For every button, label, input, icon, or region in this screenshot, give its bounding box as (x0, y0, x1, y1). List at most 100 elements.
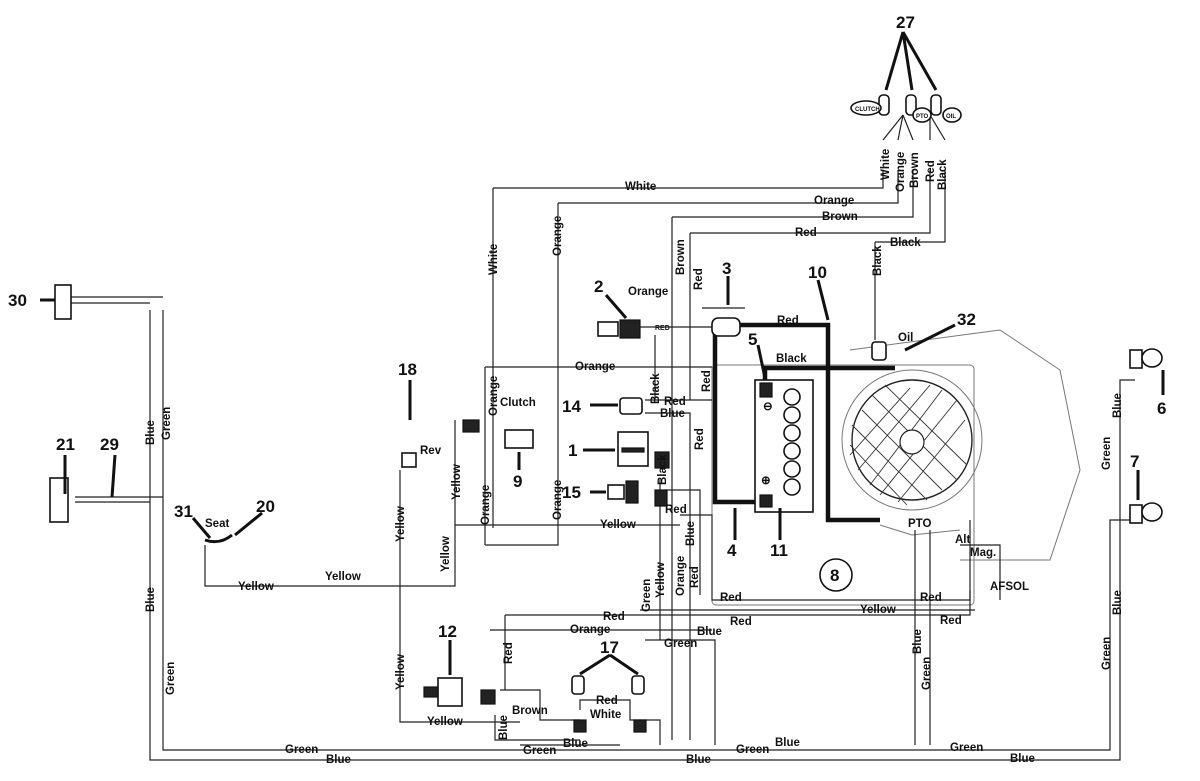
label-pto-lamp: PTO (916, 114, 929, 120)
wire-label-blue: Blue (145, 420, 157, 445)
green-main-bottom (162, 310, 1135, 751)
headlight-7-socket (1129, 504, 1143, 524)
lamp-pto (905, 94, 917, 116)
wire-label-black: Black (937, 159, 949, 190)
wire-label-green: Green (1101, 637, 1113, 670)
wire-label-red: Red (925, 160, 937, 182)
wire-label-black: Black (890, 237, 921, 249)
battery-cell (783, 424, 801, 442)
engine-shroud-outline (849, 329, 1081, 561)
wire-label-yellow: Yellow (427, 716, 463, 728)
black-wire-top (875, 170, 946, 243)
part-number-9: 9 (513, 472, 522, 491)
lamp-oil (930, 94, 942, 116)
connector-17-left-plug (573, 719, 587, 733)
wire-label-black: Black (776, 353, 807, 365)
part-number-4: 4 (727, 541, 737, 560)
part-numbers: 27 2 3 10 32 5 14 1 9 15 4 11 8 18 30 21… (8, 13, 1166, 657)
battery-cell (783, 442, 801, 460)
wire-label-blue: Blue (326, 754, 351, 766)
wire-label-orange: Orange (552, 216, 564, 256)
minus-symbol: ⊖ (763, 401, 773, 413)
yellow-rev-wire (399, 470, 520, 723)
wire-label-red: Red (689, 566, 701, 588)
connector-17-right (631, 675, 645, 695)
wire-label-white: White (880, 149, 892, 180)
arrow-29 (110, 454, 117, 498)
wire-label-green: Green (285, 744, 318, 756)
wire-label-orange: Orange (628, 286, 668, 298)
label-pto: PTO (908, 518, 931, 530)
part-number-5: 5 (748, 330, 757, 349)
green-lower-mid (645, 639, 716, 745)
wire-label-orange: Orange (814, 195, 854, 207)
wire-label-red: Red (730, 616, 752, 628)
wire-label-brown: Brown (822, 211, 858, 223)
wire-label-yellow: Yellow (451, 464, 463, 500)
arrow-10 (816, 279, 830, 321)
plus-symbol: ⊕ (761, 475, 771, 487)
sender-plug (654, 489, 668, 507)
arrow-27 (884, 31, 938, 91)
label-rev: Rev (420, 445, 442, 457)
wire-harness (70, 114, 1135, 761)
cable-4 (712, 325, 762, 505)
engine-base-outline (711, 364, 975, 606)
part-number-2: 2 (594, 277, 603, 296)
sender-body (607, 484, 625, 500)
part-number-21: 21 (56, 435, 75, 454)
wire-label-yellow: Yellow (600, 519, 636, 531)
relay-blue-lead (645, 412, 691, 740)
wire-label-red: Red (720, 592, 742, 604)
lamp-pto-lens (912, 107, 932, 123)
lamp-oil-lens (942, 107, 962, 123)
part-number-29: 29 (100, 435, 119, 454)
sender-red-lead (665, 489, 701, 595)
lamp-leads (882, 114, 946, 141)
wire-label-yellow: Yellow (395, 506, 407, 542)
wire-label-orange: Orange (575, 361, 615, 373)
wire-label-red: Red (795, 227, 817, 239)
wire-label-red: Red (777, 315, 799, 327)
battery-cell (783, 460, 801, 478)
cable-10 (735, 322, 880, 523)
wire-label-red: Red (701, 370, 713, 392)
wire-labels: White Orange Brown Red Black Orange Red … (145, 149, 1124, 766)
wire-label-orange: Orange (488, 376, 500, 416)
wire-label-white: White (625, 181, 656, 193)
connector-17-right-plug (633, 719, 647, 733)
part-number-11: 11 (770, 541, 788, 560)
wire-label-red: Red (603, 611, 625, 623)
wire-label-red: Red (665, 504, 687, 516)
label-seat: Seat (205, 518, 229, 530)
wire-label-yellow: Yellow (395, 654, 407, 690)
connector-30 (54, 284, 72, 320)
arrow-2 (604, 294, 628, 319)
part-number-1: 1 (568, 441, 577, 460)
wire-label-yellow: Yellow (860, 604, 896, 616)
wire-label-orange: Orange (480, 485, 492, 525)
wire-label-black: Black (872, 245, 884, 276)
part-number-18: 18 (398, 360, 417, 379)
wire-label-orange: Orange (570, 624, 610, 636)
engine-outline (711, 329, 1081, 606)
part-number-8: 8 (830, 566, 839, 585)
wire-label-red: Red (940, 615, 962, 627)
components: ⊖ ⊕ (49, 94, 1163, 733)
wire-label-orange: Orange (552, 480, 564, 520)
red-lower-1 (505, 590, 971, 616)
wire-label-yellow: Yellow (655, 562, 667, 598)
module-1-plug (654, 451, 670, 469)
wire-label-red: Red (920, 592, 942, 604)
part-number-27: 27 (896, 13, 915, 32)
part-8-circle (819, 558, 853, 592)
wire-label-green: Green (736, 744, 769, 756)
wire-label-blue: Blue (912, 629, 924, 654)
wire-label-white: White (488, 244, 500, 275)
wire-label-green: Green (1101, 437, 1113, 470)
part-number-17: 17 (600, 638, 619, 657)
wire-label-red: Red (596, 695, 618, 707)
harness-21-leads (75, 496, 163, 503)
wire-label-orange: Orange (675, 556, 687, 596)
part-number-31: 31 (174, 502, 193, 521)
